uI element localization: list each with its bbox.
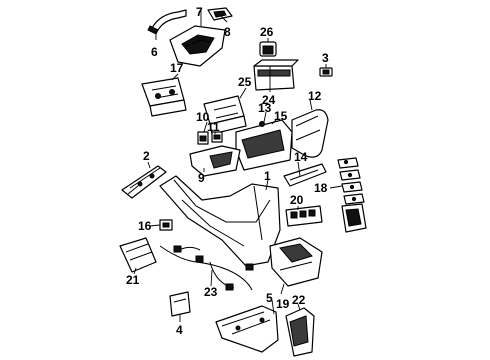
part-13-screw (259, 121, 265, 127)
part-14-switch-bracket (283, 163, 327, 187)
part-9-shift-bezel (189, 145, 241, 177)
callout-2: 2 (143, 149, 150, 163)
callout-18: 18 (314, 181, 328, 195)
callout-14: 14 (294, 150, 308, 164)
part-10-clip (197, 131, 209, 145)
part-20-control-panel (285, 205, 323, 227)
callout-4: 4 (176, 323, 183, 337)
callout-13: 13 (258, 101, 272, 115)
callout-10: 10 (196, 110, 210, 124)
part-22-rear-panel (285, 307, 315, 357)
part-6-trim-strip (147, 9, 187, 35)
callout-5: 5 (266, 291, 273, 305)
callout-1: 1 (264, 169, 271, 183)
callouts: 6 7 8 26 3 17 25 24 12 13 15 10 11 9 2 1… (126, 5, 329, 337)
callout-17: 17 (170, 61, 184, 75)
part-1-console-body (159, 175, 281, 267)
callout-25: 25 (238, 75, 252, 89)
callout-12: 12 (308, 89, 322, 103)
part-2-rail (121, 165, 167, 199)
part-15-console-bin (235, 119, 293, 171)
part-8-bracket (207, 7, 233, 21)
part-21-duct (119, 237, 157, 273)
callout-20: 20 (290, 193, 304, 207)
part-4-bracket (169, 291, 191, 317)
callout-6: 6 (151, 45, 158, 59)
callout-22: 22 (292, 293, 306, 307)
part-25-housing (203, 95, 247, 135)
callout-21: 21 (126, 273, 140, 287)
part-26-cup (259, 41, 277, 57)
part-3-clip (319, 67, 333, 77)
part-5-base-plate (215, 305, 279, 353)
part-7-bezel (169, 25, 226, 67)
part-19-shifter (269, 237, 323, 287)
leader-lines (133, 10, 343, 322)
callout-7: 7 (196, 5, 203, 19)
part-18-switches (337, 157, 365, 205)
part-24-bin (253, 59, 299, 91)
part-18-frame (341, 203, 367, 233)
callout-26: 26 (260, 25, 274, 39)
callout-3: 3 (322, 51, 329, 65)
part-16-connector (159, 219, 173, 231)
callout-16: 16 (138, 219, 152, 233)
callout-24: 24 (262, 93, 276, 107)
part-17-bracket (141, 77, 187, 117)
callout-11: 11 (207, 120, 220, 134)
part-12-armrest (291, 109, 329, 158)
callout-19: 19 (276, 297, 290, 311)
callout-9: 9 (198, 171, 205, 185)
part-23-harness (159, 245, 254, 291)
callout-23: 23 (204, 285, 218, 299)
callout-15: 15 (274, 109, 288, 123)
callout-8: 8 (224, 25, 231, 39)
part-11-clip (211, 131, 223, 143)
